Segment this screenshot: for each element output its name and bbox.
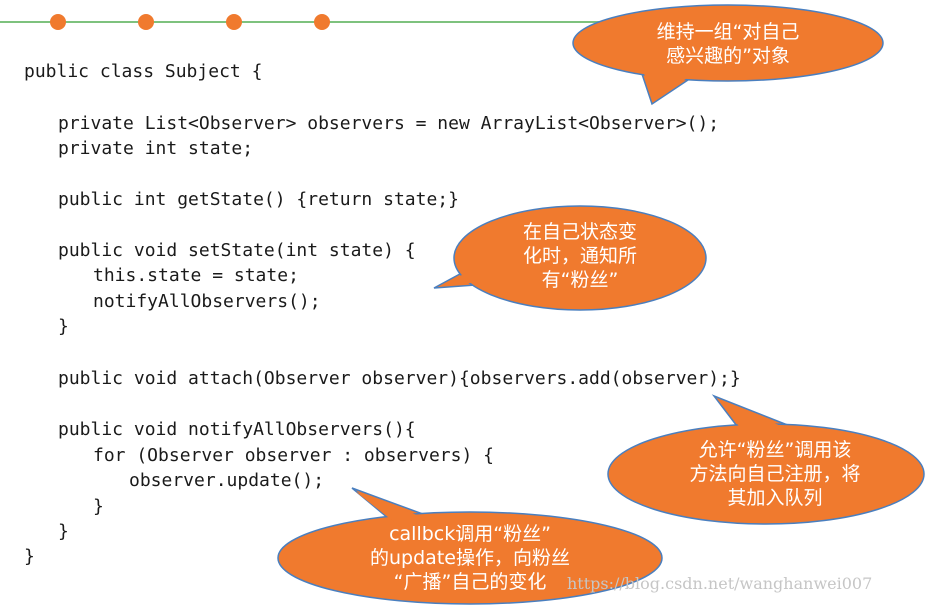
callout-line: 维持一组“对自己 xyxy=(656,21,800,43)
code-line: } xyxy=(58,521,69,542)
callout-attach xyxy=(607,394,925,525)
code-line: public void attach(Observer observer){ob… xyxy=(58,368,741,389)
callout-subject-observers xyxy=(572,4,884,106)
callout-setstate xyxy=(433,205,707,311)
code-line: public int getState() {return state;} xyxy=(58,189,459,210)
bullet-dot xyxy=(314,14,330,30)
callout-text: 维持一组“对自己 感兴趣的”对象 xyxy=(628,20,828,68)
code-line: notifyAllObservers(); xyxy=(93,291,321,312)
code-line: private int state; xyxy=(58,138,254,159)
callout-line: “广播”自己的变化 xyxy=(393,571,547,593)
code-line: private List<Observer> observers = new A… xyxy=(58,113,720,134)
callout-text: 在自己状态变 化时，通知所 有“粉丝” xyxy=(500,220,660,292)
callout-line: 方法向自己注册，将 xyxy=(689,463,861,485)
bullet-dot xyxy=(50,14,66,30)
callout-update xyxy=(277,487,663,605)
code-line: public void notifyAllObservers(){ xyxy=(58,419,416,440)
callout-text: 允许“粉丝”调用该 方法向自己注册，将 其加入队列 xyxy=(655,438,895,510)
callout-line: 有“粉丝” xyxy=(541,269,619,291)
callout-line: 感兴趣的”对象 xyxy=(666,45,790,67)
callout-line: 允许“粉丝”调用该 xyxy=(698,439,852,461)
code-line: this.state = state; xyxy=(93,265,299,286)
code-line: public class Subject { xyxy=(24,61,263,82)
callout-line: 其加入队列 xyxy=(727,487,823,509)
code-line: } xyxy=(24,546,35,567)
callout-line: 在自己状态变 xyxy=(522,221,637,243)
bullet-dot xyxy=(226,14,242,30)
callout-line: callbck调用“粉丝” xyxy=(389,523,551,545)
code-line: observer.update(); xyxy=(129,470,325,491)
callout-text: callbck调用“粉丝” 的update操作，向粉丝 “广播”自己的变化 xyxy=(330,522,610,594)
code-line: } xyxy=(58,316,69,337)
code-line: } xyxy=(93,496,104,517)
callout-line: 的update操作，向粉丝 xyxy=(370,547,570,569)
callout-line: 化时，通知所 xyxy=(522,245,637,267)
code-line: for (Observer observer : observers) { xyxy=(93,445,494,466)
watermark: https://blog.csdn.net/wanghanwei007 xyxy=(567,574,873,593)
code-line: public void setState(int state) { xyxy=(58,240,416,261)
bullet-dot xyxy=(138,14,154,30)
